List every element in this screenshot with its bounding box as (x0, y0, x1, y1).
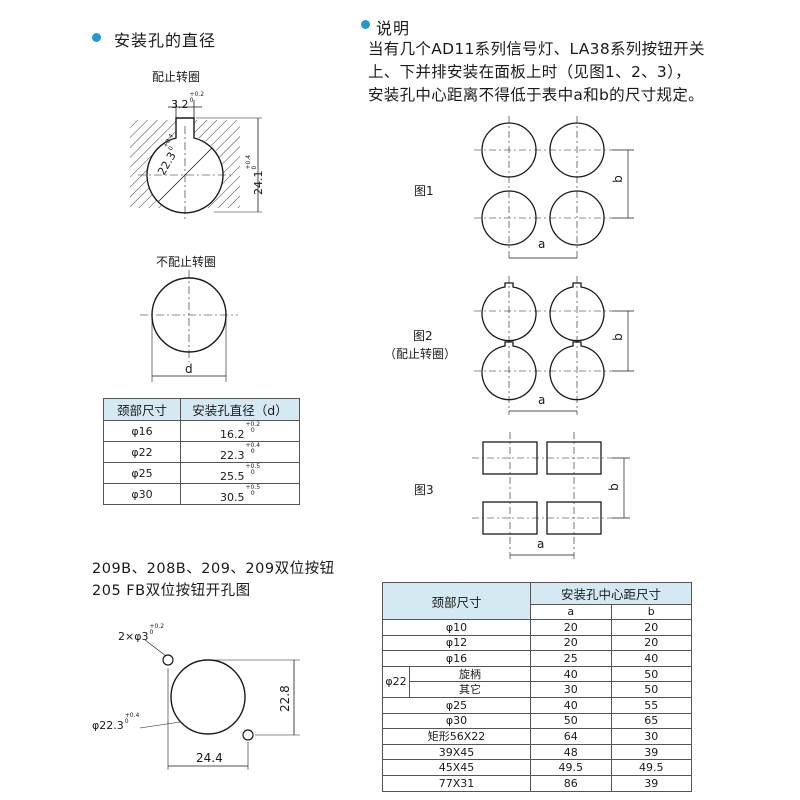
bottom-title-line2: 205 FB双位按钮开孔图 (92, 583, 251, 599)
cell-a: 50 (530, 712, 612, 730)
width-dim-label: 24.4 (196, 751, 223, 765)
header-neck-size: 颈部尺寸 (381, 582, 532, 620)
fig1-label: 图1 (414, 184, 434, 198)
section-title-hole-diameter: 安装孔的直径 (114, 31, 217, 50)
header-neck-size: 颈部尺寸 (103, 398, 181, 421)
cell-neck: 77X31 (381, 774, 532, 792)
cell-sub: 旋柄 (408, 665, 532, 683)
cell-b: 49.5 (610, 759, 692, 776)
bullet-icon (361, 20, 370, 29)
table-row: 矩形56X22 64 30 (381, 728, 692, 745)
section-title-notes: 说明 (376, 19, 411, 38)
fig3-a-label: a (537, 537, 545, 551)
table-row: φ16 25 40 (381, 650, 692, 667)
cell-neck: φ16 (381, 650, 532, 667)
cell-a: 40 (530, 665, 612, 683)
cell-a: 40 (530, 696, 612, 714)
table-row: 45X45 49.5 49.5 (381, 759, 692, 776)
cell-b: 20 (610, 619, 692, 636)
bullet-icon (92, 33, 101, 42)
cell-b: 30 (610, 728, 692, 745)
cell-neck: 45X45 (381, 759, 532, 776)
cell-neck: 矩形56X22 (381, 728, 532, 745)
cell-b: 50 (610, 665, 692, 683)
table-row: 77X31 86 39 (381, 774, 692, 792)
header-hole-diameter: 安装孔直径（d） (180, 398, 300, 421)
bottom-title-line1: 209B、208B、209、209双位按钮 (92, 561, 335, 577)
cell-neck: φ30 (381, 712, 532, 730)
cell-a: 64 (530, 728, 612, 745)
notes-line: 当有几个AD11系列信号灯、LA38系列按钮开关 (368, 40, 705, 58)
cell-neck: φ12 (381, 634, 532, 652)
cell-neck: φ10 (381, 619, 532, 636)
fig2-sub-label: （配止转圈） (384, 347, 457, 361)
cell-neck: φ22 (382, 665, 410, 698)
cell-neck: φ30 (103, 483, 181, 505)
no-ring-d-label: d (185, 362, 193, 376)
table-row: φ12 20 20 (381, 634, 692, 652)
notes-line: 安装孔中心距离不得低于表中a和b的尺寸规定。 (368, 86, 704, 104)
table-row: φ30 50 65 (381, 712, 692, 730)
header-center-distance: 安装孔中心距尺寸 (530, 582, 692, 605)
cell-neck: φ25 (381, 696, 532, 714)
fig1-a-label: a (538, 237, 546, 251)
table-row: 其它 30 50 (383, 681, 692, 698)
table-row: φ25 40 55 (381, 696, 692, 714)
cell-b: 20 (610, 634, 692, 652)
notes-line: 上、下并排安装在面板上时（见图1、2、3）， (368, 63, 691, 81)
cell-b: 39 (610, 743, 692, 761)
cell-a: 20 (530, 619, 612, 636)
cell-b: 40 (610, 650, 692, 667)
cell-b: 50 (610, 681, 692, 698)
cell-neck: φ25 (103, 462, 181, 484)
cell-a: 86 (530, 774, 612, 792)
notes-paragraph: 当有几个AD11系列信号灯、LA38系列按钮开关 上、下并排安装在面板上时（见图… (368, 38, 788, 107)
header-b: b (610, 603, 692, 621)
cell-b: 65 (610, 712, 692, 730)
cell-a: 48 (530, 743, 612, 761)
table-row: 39X45 48 39 (381, 743, 692, 761)
fig-no-ring-label: 不配止转圈 (156, 255, 217, 269)
cell-b: 55 (610, 696, 692, 714)
fig3-b-label: b (606, 483, 621, 491)
cell-a: 30 (530, 681, 612, 698)
cell-a: 49.5 (530, 759, 612, 776)
cell-b: 39 (610, 774, 692, 792)
header-a: a (530, 603, 612, 621)
center-distance-table: 颈部尺寸 安装孔中心距尺寸 a b φ10 20 20 φ12 20 20 φ1… (381, 582, 692, 792)
table-row: φ10 20 20 (381, 619, 692, 636)
cell-neck: 39X45 (381, 743, 532, 761)
fig2-label: 图2 (413, 329, 433, 343)
cell-a: 25 (530, 650, 612, 667)
fig3-label: 图3 (414, 483, 434, 497)
fig2-a-label: a (538, 393, 546, 407)
cell-a: 20 (530, 634, 612, 652)
table-row: φ22 旋柄 40 50 (382, 665, 692, 698)
cell-sub: 其它 (408, 681, 532, 698)
fig-stop-ring-label: 配止转圈 (152, 70, 201, 84)
